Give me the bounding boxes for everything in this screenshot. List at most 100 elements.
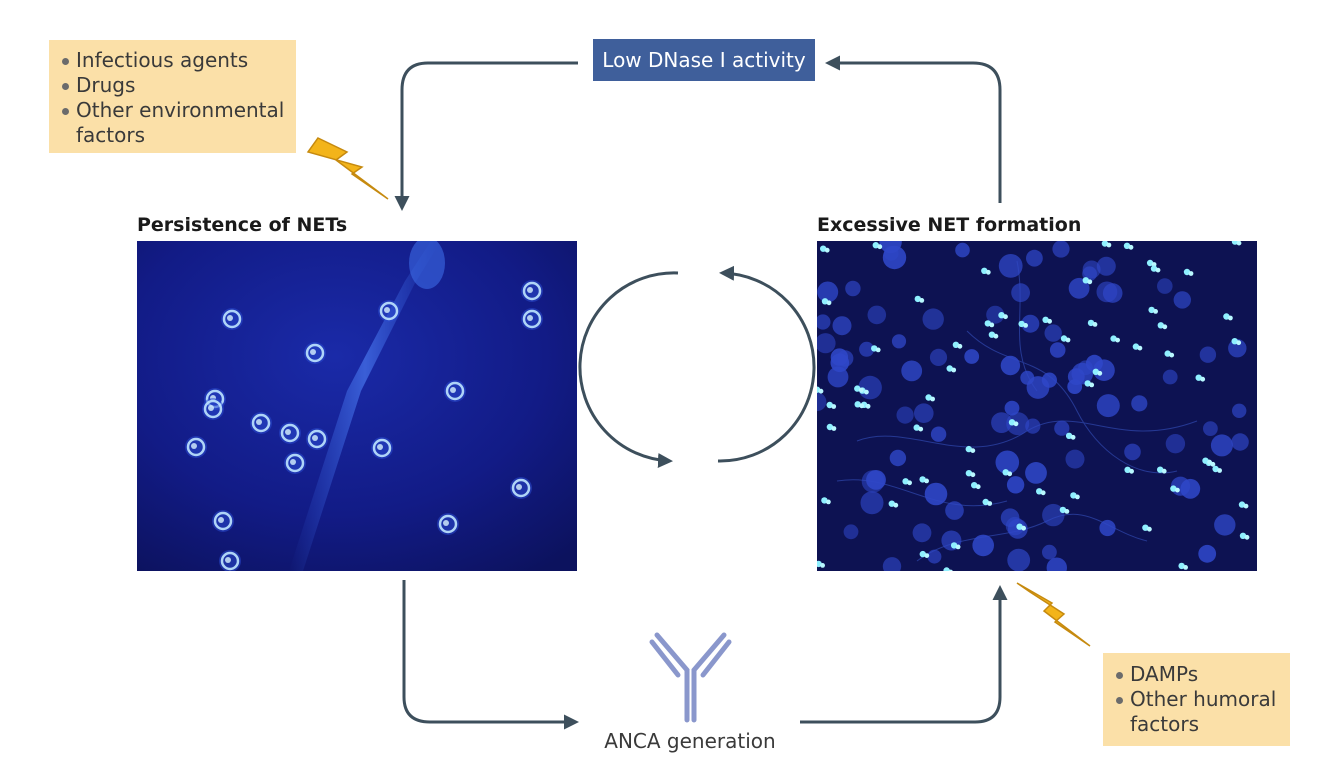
net-nucleus <box>965 470 976 478</box>
cell <box>1198 544 1217 563</box>
neutrophil-cell <box>202 398 224 420</box>
cell <box>1052 241 1070 258</box>
net-nucleus <box>1195 374 1206 382</box>
net-nucleus <box>1123 242 1134 250</box>
cell <box>1025 462 1047 484</box>
excessive-net-micrograph <box>817 241 1257 571</box>
net-nucleus <box>820 245 830 253</box>
net-nucleus <box>1082 277 1093 285</box>
cell <box>1054 420 1070 436</box>
cell <box>1214 514 1236 536</box>
cell <box>1007 548 1031 571</box>
cell <box>1173 291 1191 309</box>
neutrophil-cell <box>304 342 326 364</box>
arrow-persistence-to-anca <box>402 580 579 730</box>
cell <box>1004 400 1020 416</box>
cell <box>1021 314 1040 333</box>
cell <box>924 482 948 506</box>
cell <box>1044 324 1062 342</box>
cell-group <box>185 280 543 571</box>
lightning-bolt-icon <box>306 137 389 200</box>
cell <box>891 334 907 349</box>
net-nucleus <box>998 312 1008 320</box>
cell <box>1096 281 1118 303</box>
net-nucleus <box>1124 466 1134 474</box>
neutrophil-cell <box>250 412 272 434</box>
cell <box>896 406 914 424</box>
cell <box>817 392 827 412</box>
neutrophil-cell <box>279 422 301 444</box>
cell <box>1049 342 1066 358</box>
neutrophil-cell <box>444 380 466 402</box>
cell <box>901 360 923 382</box>
anca-generation-label: ANCA generation <box>604 729 776 753</box>
net-nucleus <box>1042 316 1052 324</box>
cell <box>830 348 849 366</box>
net-nucleus <box>982 498 993 506</box>
net-nucleus <box>984 320 995 328</box>
factor-item: Drugs <box>59 73 286 98</box>
cell <box>922 308 944 330</box>
cell <box>1157 278 1173 294</box>
net-nucleus <box>1231 338 1242 346</box>
cell <box>998 254 1023 278</box>
net-nucleus <box>871 345 881 353</box>
net-nucleus <box>965 445 976 453</box>
neutrophil-cell <box>212 510 234 532</box>
cell <box>879 241 902 254</box>
cycle-arrow-right <box>717 265 816 463</box>
net-nucleus <box>981 267 991 275</box>
net-nucleus <box>1178 562 1188 570</box>
cell <box>991 412 1012 433</box>
net-nucleus <box>826 401 837 409</box>
cycle-arrows-icon <box>578 265 816 468</box>
cell <box>1165 434 1186 454</box>
cycle-arrow-left <box>578 271 679 468</box>
net-nucleus <box>860 401 871 409</box>
neutrophil-cell <box>306 428 328 450</box>
cell <box>882 557 902 571</box>
cell <box>945 501 964 520</box>
net-nucleus <box>1142 524 1152 532</box>
cell <box>860 491 884 515</box>
net-nucleus <box>1036 488 1046 496</box>
net-nucleus <box>988 331 999 339</box>
net-nucleus <box>817 560 825 568</box>
cell <box>1046 557 1067 571</box>
cell <box>889 449 907 467</box>
net-nucleus <box>971 482 981 490</box>
net-nucleus <box>826 423 837 431</box>
net-nucleus <box>1110 335 1120 343</box>
dnase-activity-box: Low DNase I activity <box>593 39 815 81</box>
neutrophil-cell <box>510 477 532 499</box>
net-nucleus <box>1183 268 1194 276</box>
cell <box>1011 283 1030 303</box>
net-nucleus <box>1212 465 1222 473</box>
net-nucleus <box>913 424 924 432</box>
net-nucleus <box>943 567 953 571</box>
cell <box>867 305 887 325</box>
cell <box>1026 376 1050 399</box>
cell <box>914 403 934 423</box>
cell <box>1006 476 1025 494</box>
neutrophil-cell <box>378 300 400 322</box>
net-nucleus <box>1150 265 1161 273</box>
neutrophil-cell <box>437 513 459 535</box>
cell <box>964 349 980 364</box>
cell <box>1000 355 1021 376</box>
net-nucleus <box>854 385 864 393</box>
neutrophil-cell <box>371 437 393 459</box>
net-nucleus <box>1239 532 1250 540</box>
net-nucleus <box>1016 523 1026 531</box>
cell <box>995 450 1020 475</box>
cell <box>972 534 994 557</box>
net-nucleus <box>1060 335 1071 343</box>
neutrophil-cell <box>521 280 543 302</box>
net-nucleus <box>914 295 925 303</box>
factor-item: Other humoral factors <box>1113 687 1280 737</box>
net-nucleus <box>872 242 883 250</box>
cell <box>1199 346 1217 363</box>
net-nucleus <box>902 478 912 486</box>
cell <box>1042 503 1065 527</box>
